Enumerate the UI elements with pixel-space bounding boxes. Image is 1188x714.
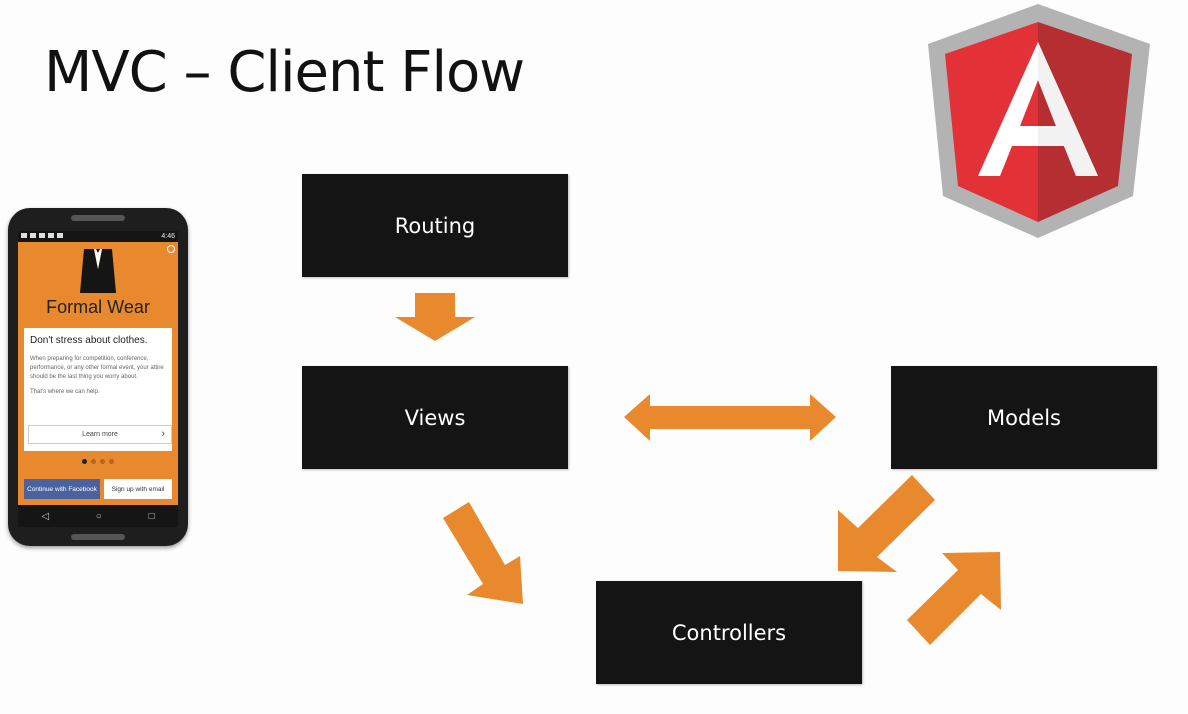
models-box: Models [891,366,1157,469]
android-nav-bar: ◁ ○ □ [18,505,178,527]
arrow-views-models [624,394,836,441]
arrow-routing-to-views [395,293,475,341]
arrow-models-to-controllers [838,475,935,572]
learn-more-button[interactable]: Learn more › [28,425,172,444]
learn-more-label: Learn more [82,431,118,438]
back-icon[interactable]: ◁ [41,510,50,522]
status-bar: 4:46 [18,231,178,242]
carousel-dot[interactable] [91,459,96,464]
carousel-dots[interactable] [82,459,114,464]
card-help-text: That's where we can help. [30,389,100,395]
arrow-controllers-to-models [907,552,1001,645]
card-heading: Don't stress about clothes. [30,335,148,346]
carousel-dot[interactable] [100,459,105,464]
angular-logo-icon [928,4,1150,238]
home-icon[interactable]: ○ [95,510,102,522]
chevron-right-icon: › [161,428,165,440]
tuxedo-icon [80,249,116,293]
status-time: 4:46 [161,233,175,240]
notification-icons [21,233,66,240]
card-body: When preparing for competition, conferen… [30,356,164,380]
slide-title: MVC – Client Flow [44,40,525,105]
onboarding-card: Don't stress about clothes. When prepari… [24,328,172,451]
carousel-dot[interactable] [82,459,87,464]
views-box: Views [302,366,568,469]
routing-box: Routing [302,174,568,277]
carousel-dot[interactable] [109,459,114,464]
gear-icon[interactable] [167,245,175,253]
continue-with-facebook-button[interactable]: Continue with Facebook [24,479,100,499]
sign-up-email-button[interactable]: Sign up with email [104,479,172,499]
controllers-box: Controllers [596,581,862,684]
phone-screen: 4:46 Formal Wear Don't stress about clot… [18,231,178,527]
phone-speaker [71,215,125,221]
arrow-views-to-controllers [443,502,523,604]
phone-mockup: 4:46 Formal Wear Don't stress about clot… [8,208,188,546]
app-title: Formal Wear [46,297,150,317]
phone-speaker [71,534,125,540]
recent-apps-icon[interactable]: □ [148,510,155,522]
